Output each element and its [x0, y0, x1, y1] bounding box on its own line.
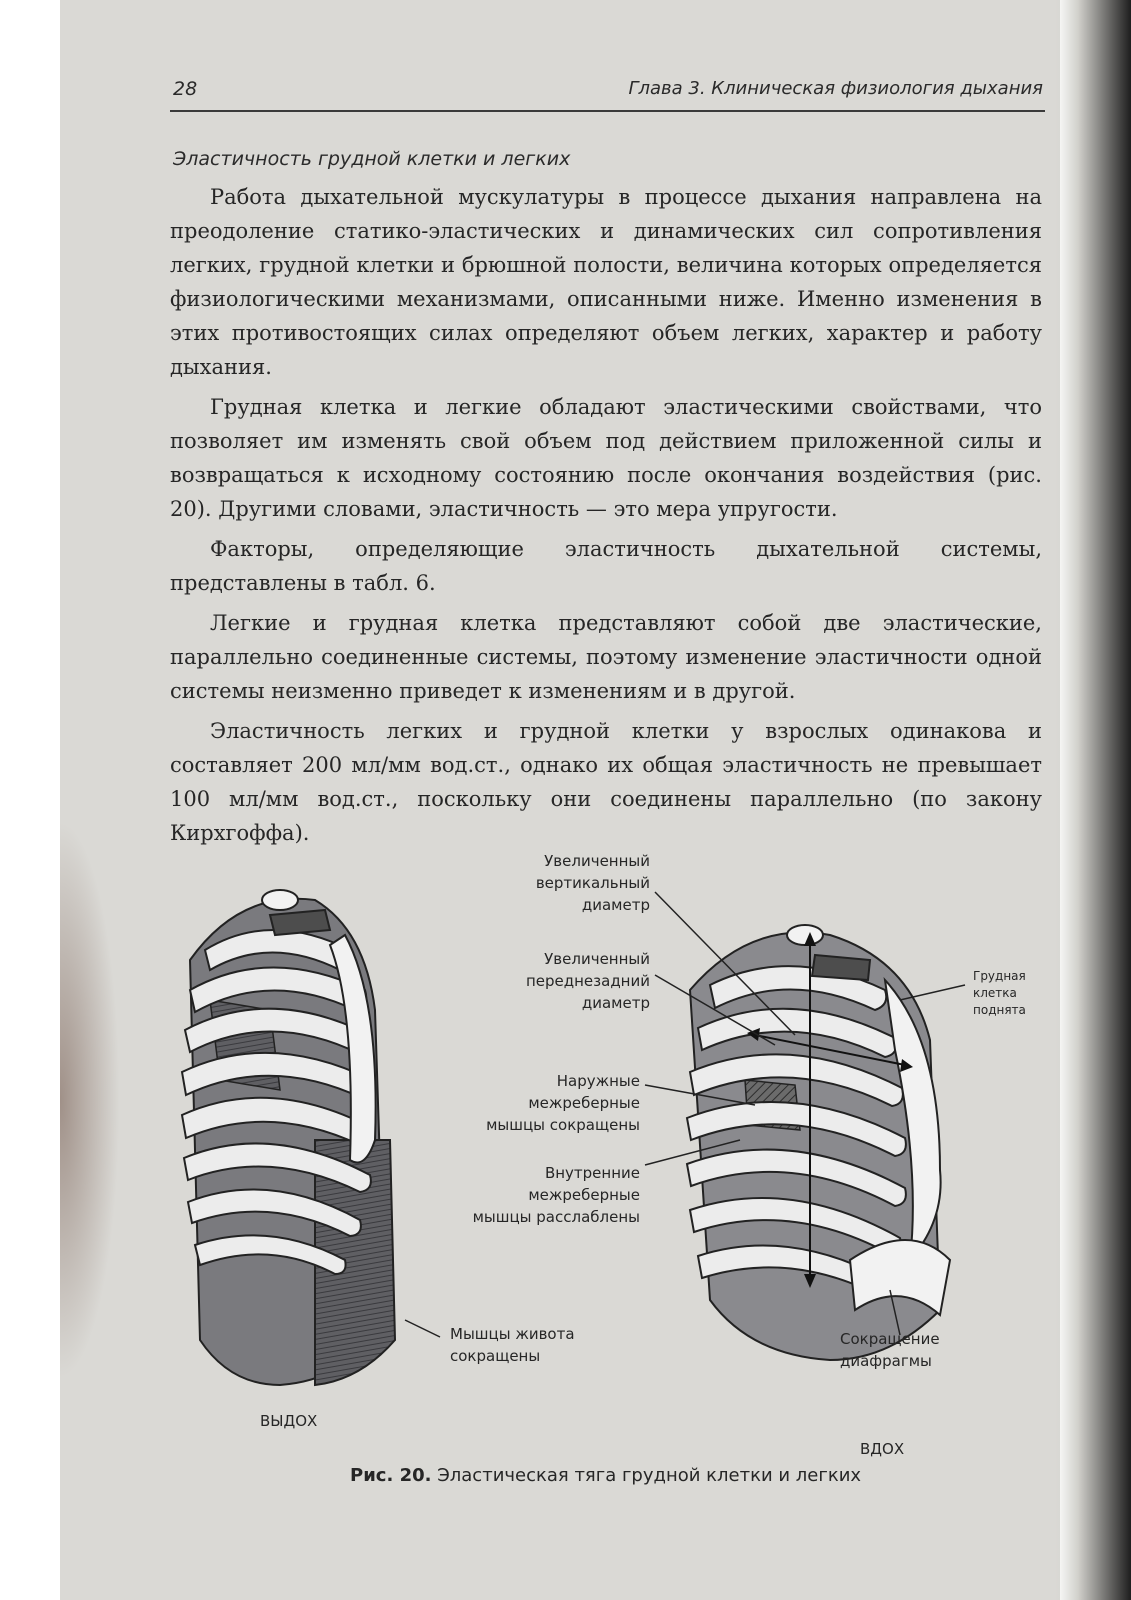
- label-external-intercostal: Наружные межреберные мышцы сокращены: [486, 1072, 640, 1134]
- caption-text: Эластическая тяга грудной клетки и легки…: [437, 1465, 862, 1486]
- header-rule: [170, 110, 1045, 112]
- paragraph: Работа дыхательной мускулатуры в процесс…: [170, 185, 1042, 379]
- paragraph: Факторы, определяющие эластичность дыхат…: [170, 537, 1042, 595]
- figure-caption: Рис. 20. Эластическая тяга грудной клетк…: [350, 1465, 950, 1486]
- thumb-shadow: [60, 820, 120, 1380]
- exhale-rib-cage: [180, 889, 397, 1387]
- figure-20: Увеличенный вертикальный диаметр Увеличе…: [150, 840, 1050, 1520]
- label-vertical-diameter: Увеличенный вертикальный диаметр: [535, 852, 650, 914]
- label-inhale: ВДОХ: [860, 1440, 905, 1458]
- label-abdominal-muscles: Мышцы живота сокращены: [450, 1325, 575, 1365]
- label-internal-intercostal: Внутренние межреберные мышцы расслаблены: [472, 1164, 640, 1226]
- inhale-rib-cage: [685, 924, 952, 1362]
- body-text: Работа дыхательной мускулатуры в процесс…: [170, 180, 1042, 856]
- rib-cage-illustration: [180, 889, 966, 1387]
- leader-lines: [404, 891, 966, 1338]
- section-title: Эластичность грудной клетки и легких: [173, 148, 571, 170]
- label-exhale: ВЫДОХ: [260, 1412, 318, 1430]
- paragraph: Грудная клетка и легкие обладают эластич…: [170, 395, 1042, 521]
- label-diaphragm: Сокращение диафрагмы: [840, 1330, 940, 1370]
- page-edge-shadow: [1055, 0, 1131, 1600]
- paragraph: Легкие и грудная клетка представляют соб…: [170, 611, 1042, 703]
- chapter-title: Глава 3. Клиническая физиология дыхания: [628, 78, 1043, 99]
- running-header: 28 Глава 3. Клиническая физиология дыхан…: [173, 78, 1043, 108]
- label-chest-raised: Грудная клетка поднята: [973, 969, 1026, 1017]
- paragraph: Эластичность легких и грудной клетки у в…: [170, 719, 1042, 845]
- page-number: 28: [173, 78, 198, 100]
- label-ap-diameter: Увеличенный переднезадний диаметр: [525, 950, 650, 1012]
- caption-number: Рис. 20.: [350, 1465, 432, 1486]
